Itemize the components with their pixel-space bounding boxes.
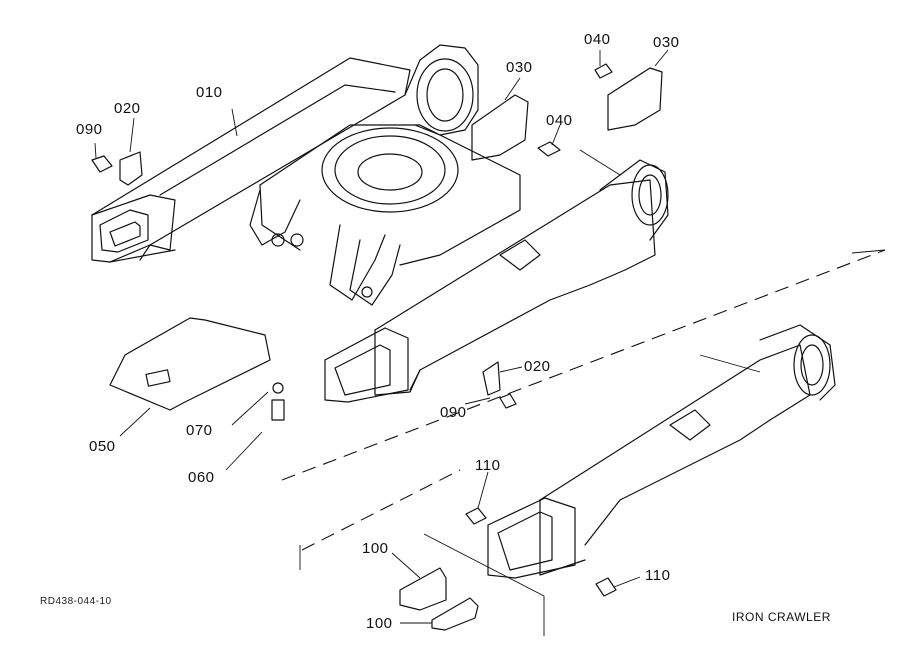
bolt-icon: [271, 399, 285, 421]
bolt-icon: [465, 507, 487, 525]
callout-010: 010: [196, 84, 223, 101]
leader-lines: [94, 49, 886, 636]
assembly-title: IRON CRAWLER: [732, 610, 831, 624]
callout-100-upper: 100: [362, 540, 389, 557]
main-track-frame: [91, 44, 669, 403]
callout-030-center: 030: [506, 59, 533, 76]
bolt-icon: [595, 577, 617, 597]
assembly-guide-lines: [281, 249, 886, 551]
bolt-icon: [537, 63, 613, 157]
cover-center: [471, 94, 529, 161]
plate-slot: [145, 369, 171, 387]
guide-upper: [399, 567, 447, 611]
drawing-id: RD438-044-10: [40, 596, 112, 607]
under-plate: [109, 317, 271, 411]
washer-icon: [272, 382, 284, 394]
bracket-right: [482, 361, 501, 396]
callout-040-right: 040: [584, 31, 611, 48]
callout-030-right: 030: [653, 34, 680, 51]
cover-right: [607, 67, 663, 131]
callout-040-center: 040: [546, 112, 573, 129]
callout-020-left: 020: [114, 100, 141, 117]
callout-070: 070: [186, 422, 213, 439]
callout-090-right: 090: [440, 404, 467, 421]
callout-110-upper: 110: [475, 457, 501, 474]
callout-090-left: 090: [76, 121, 103, 138]
callout-060: 060: [188, 469, 215, 486]
callout-100-lower: 100: [366, 615, 393, 632]
second-track-frame: [487, 324, 836, 579]
callout-110-lower: 110: [645, 567, 671, 584]
callout-020-right: 020: [524, 358, 551, 375]
bolt-icon: [91, 155, 113, 173]
callout-050: 050: [89, 438, 116, 455]
bracket-left: [119, 151, 143, 186]
guide-lower: [431, 597, 479, 631]
bolt-icon: [499, 393, 517, 409]
